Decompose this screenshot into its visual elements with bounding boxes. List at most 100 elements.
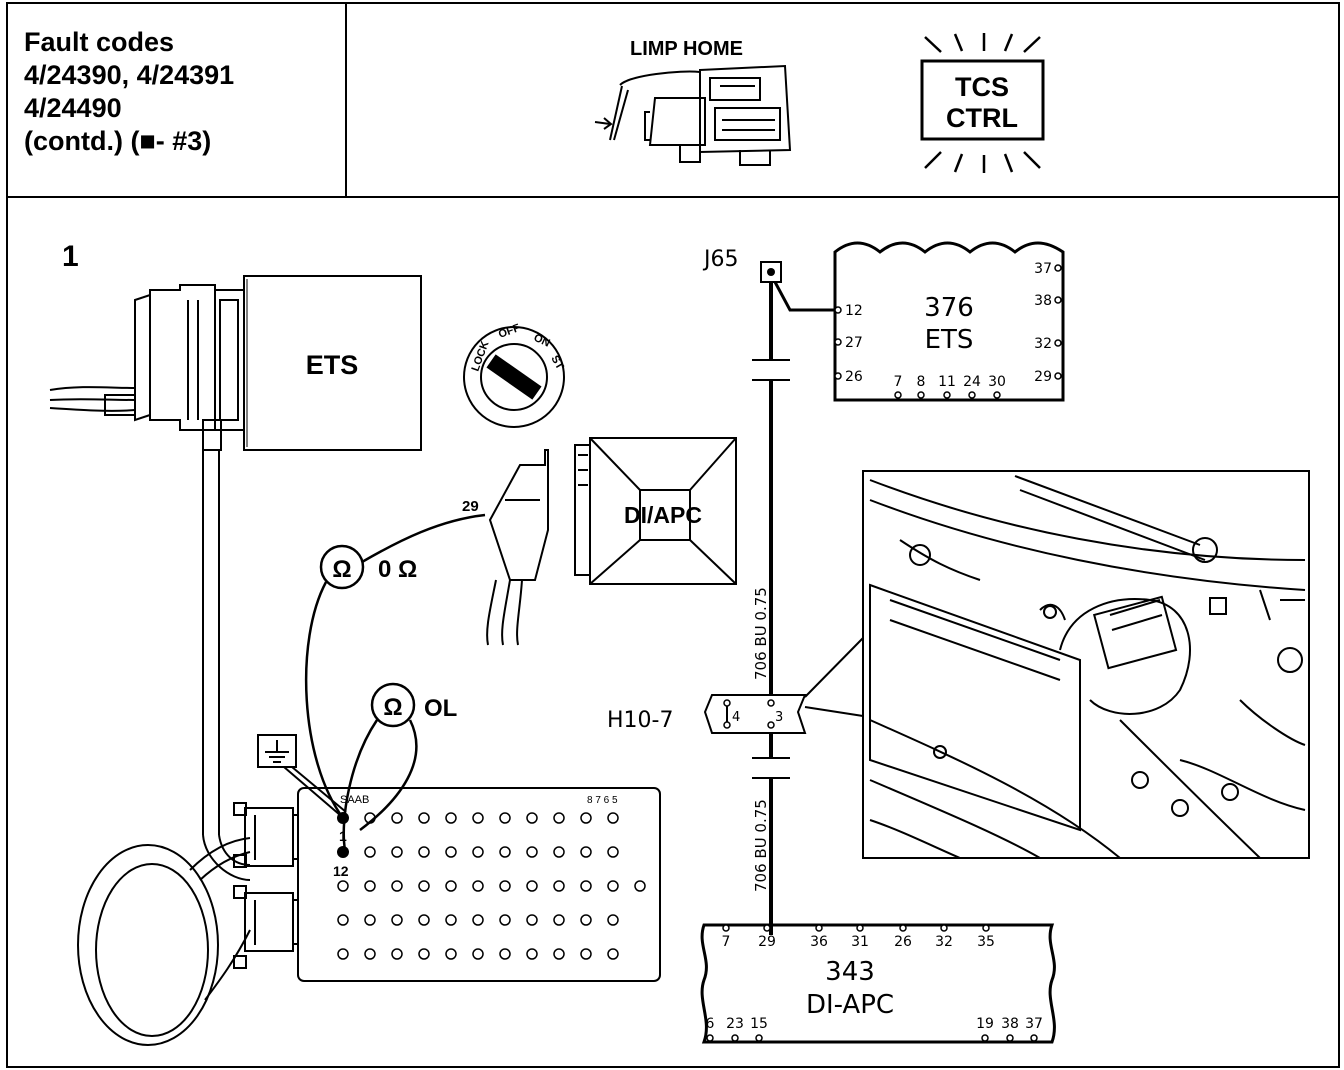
engine-bay-illustration — [862, 470, 1310, 859]
ets-unit — [49, 275, 422, 451]
ets-pin-label: 12 — [845, 303, 863, 319]
tcs-label-line2: CTRL — [946, 103, 1018, 133]
ignition-on-pos: ON — [532, 332, 552, 350]
breakout-hole — [553, 846, 565, 858]
connector-pin-3: 3 — [775, 710, 783, 725]
breakout-hole — [607, 846, 619, 858]
diapc-pin-marker — [815, 924, 823, 932]
connector-pin-29: 29 — [462, 498, 479, 515]
breakout-hole — [472, 880, 484, 892]
breakout-hole — [445, 812, 457, 824]
ets-pin-marker — [834, 372, 842, 380]
ohm-icon: Ω — [383, 694, 402, 721]
breakout-hole — [418, 812, 430, 824]
breakout-connectors — [233, 802, 299, 969]
diapc-pin-label: 31 — [851, 934, 869, 950]
breakout-hole — [580, 914, 592, 926]
breakout-hole — [607, 880, 619, 892]
fault-line-3: 4/24490 — [24, 93, 122, 123]
breakout-hole — [391, 812, 403, 824]
breakout-hole — [418, 914, 430, 926]
fault-line-4: (contd.) (■- #3) — [24, 126, 211, 156]
callout-lines — [804, 637, 864, 717]
ets-pin-marker — [1054, 339, 1062, 347]
ets-pin-marker — [943, 391, 951, 399]
breakout-hole — [418, 948, 430, 960]
breakout-hole — [526, 880, 538, 892]
tcs-ctrl-lamp: TCS CTRL — [920, 33, 1045, 173]
breakout-hole — [553, 948, 565, 960]
diapc-pin-marker — [1006, 1034, 1014, 1042]
diapc-pin-label: 36 — [810, 934, 828, 950]
breakout-hole — [364, 914, 376, 926]
meter-2-reading: OL — [424, 695, 457, 722]
diapc-pin-marker — [981, 1034, 989, 1042]
ets-pin-marker — [1054, 264, 1062, 272]
junction-label: J65 — [702, 247, 738, 272]
diapc-pin-marker — [755, 1034, 763, 1042]
breakout-hole — [472, 812, 484, 824]
harness — [77, 450, 251, 1046]
figure-number: 1 — [62, 240, 79, 273]
breakout-hole — [418, 880, 430, 892]
breakout-hole — [526, 812, 538, 824]
ets-pin-label: 27 — [845, 335, 863, 351]
ets-pin-label: 30 — [988, 374, 1006, 390]
ets-pin-label: 32 — [1034, 336, 1052, 352]
diapc-pin-label: 7 — [722, 934, 731, 950]
diapc-343-number: 343 — [825, 957, 875, 987]
breakout-hole — [364, 948, 376, 960]
breakout-hole — [580, 880, 592, 892]
breakout-hole — [445, 914, 457, 926]
breakout-hole — [580, 812, 592, 824]
breakout-hole — [472, 846, 484, 858]
meter-1-lead-bottom — [304, 581, 345, 819]
header-frame — [6, 2, 1340, 1068]
breakout-pin-12: 12 — [333, 863, 349, 879]
ets-pin-label: 7 — [894, 374, 903, 390]
diapc-connector — [486, 449, 549, 646]
breakout-hole — [607, 812, 619, 824]
meter-1-reading: 0 Ω — [378, 556, 417, 583]
diapc-pin-label: 19 — [976, 1016, 994, 1032]
throttle-body-icon — [594, 64, 792, 166]
diapc-unit-label: DI/APC — [624, 502, 702, 528]
junction-j65 — [760, 261, 835, 935]
breakout-hole — [499, 812, 511, 824]
wire-label-lower: 706 BU 0.75 — [752, 799, 770, 892]
ets-pin-marker — [894, 391, 902, 399]
diapc-pin-label: 23 — [726, 1016, 744, 1032]
diapc-pin-label: 37 — [1025, 1016, 1043, 1032]
breakout-hole — [580, 846, 592, 858]
breakout-logo-right: 8 7 6 5 — [587, 795, 618, 806]
connector-h10-7-label: H10-7 — [607, 708, 673, 733]
breakout-hole — [499, 846, 511, 858]
diapc-pin-label: 35 — [977, 934, 995, 950]
ets-pin-marker — [993, 391, 1001, 399]
ignition-off-pos: OFF — [497, 322, 522, 341]
ignition-lock: LOCK OFF ON ST — [463, 322, 566, 428]
diapc-pin-marker — [706, 1034, 714, 1042]
diapc-pin-marker — [1030, 1034, 1038, 1042]
breakout-hole — [445, 880, 457, 892]
breakout-hole — [364, 812, 376, 824]
diapc-pin-marker — [940, 924, 948, 932]
meter-1-lead-top — [361, 513, 486, 564]
breakout-hole — [499, 880, 511, 892]
breakout-hole — [472, 914, 484, 926]
diapc-pin-label: 26 — [894, 934, 912, 950]
ets-pin-label: 37 — [1034, 261, 1052, 277]
diapc-pin-label: 6 — [706, 1016, 715, 1032]
breakout-hole — [337, 880, 349, 892]
diapc-pin-marker — [899, 924, 907, 932]
wire-label-upper: 706 BU 0.75 — [752, 587, 770, 680]
breakout-box: SAAB 8 7 6 5 1 12 — [297, 787, 661, 982]
diapc-pin-marker — [763, 924, 771, 932]
ets-pin-marker — [834, 306, 842, 314]
diapc-pin-label: 15 — [750, 1016, 768, 1032]
breakout-hole — [418, 846, 430, 858]
diapc-pin-label: 29 — [758, 934, 776, 950]
ets-pin-marker — [1054, 296, 1062, 304]
ets-pin-label: 26 — [845, 369, 863, 385]
meter-2: Ω OL — [370, 682, 457, 728]
